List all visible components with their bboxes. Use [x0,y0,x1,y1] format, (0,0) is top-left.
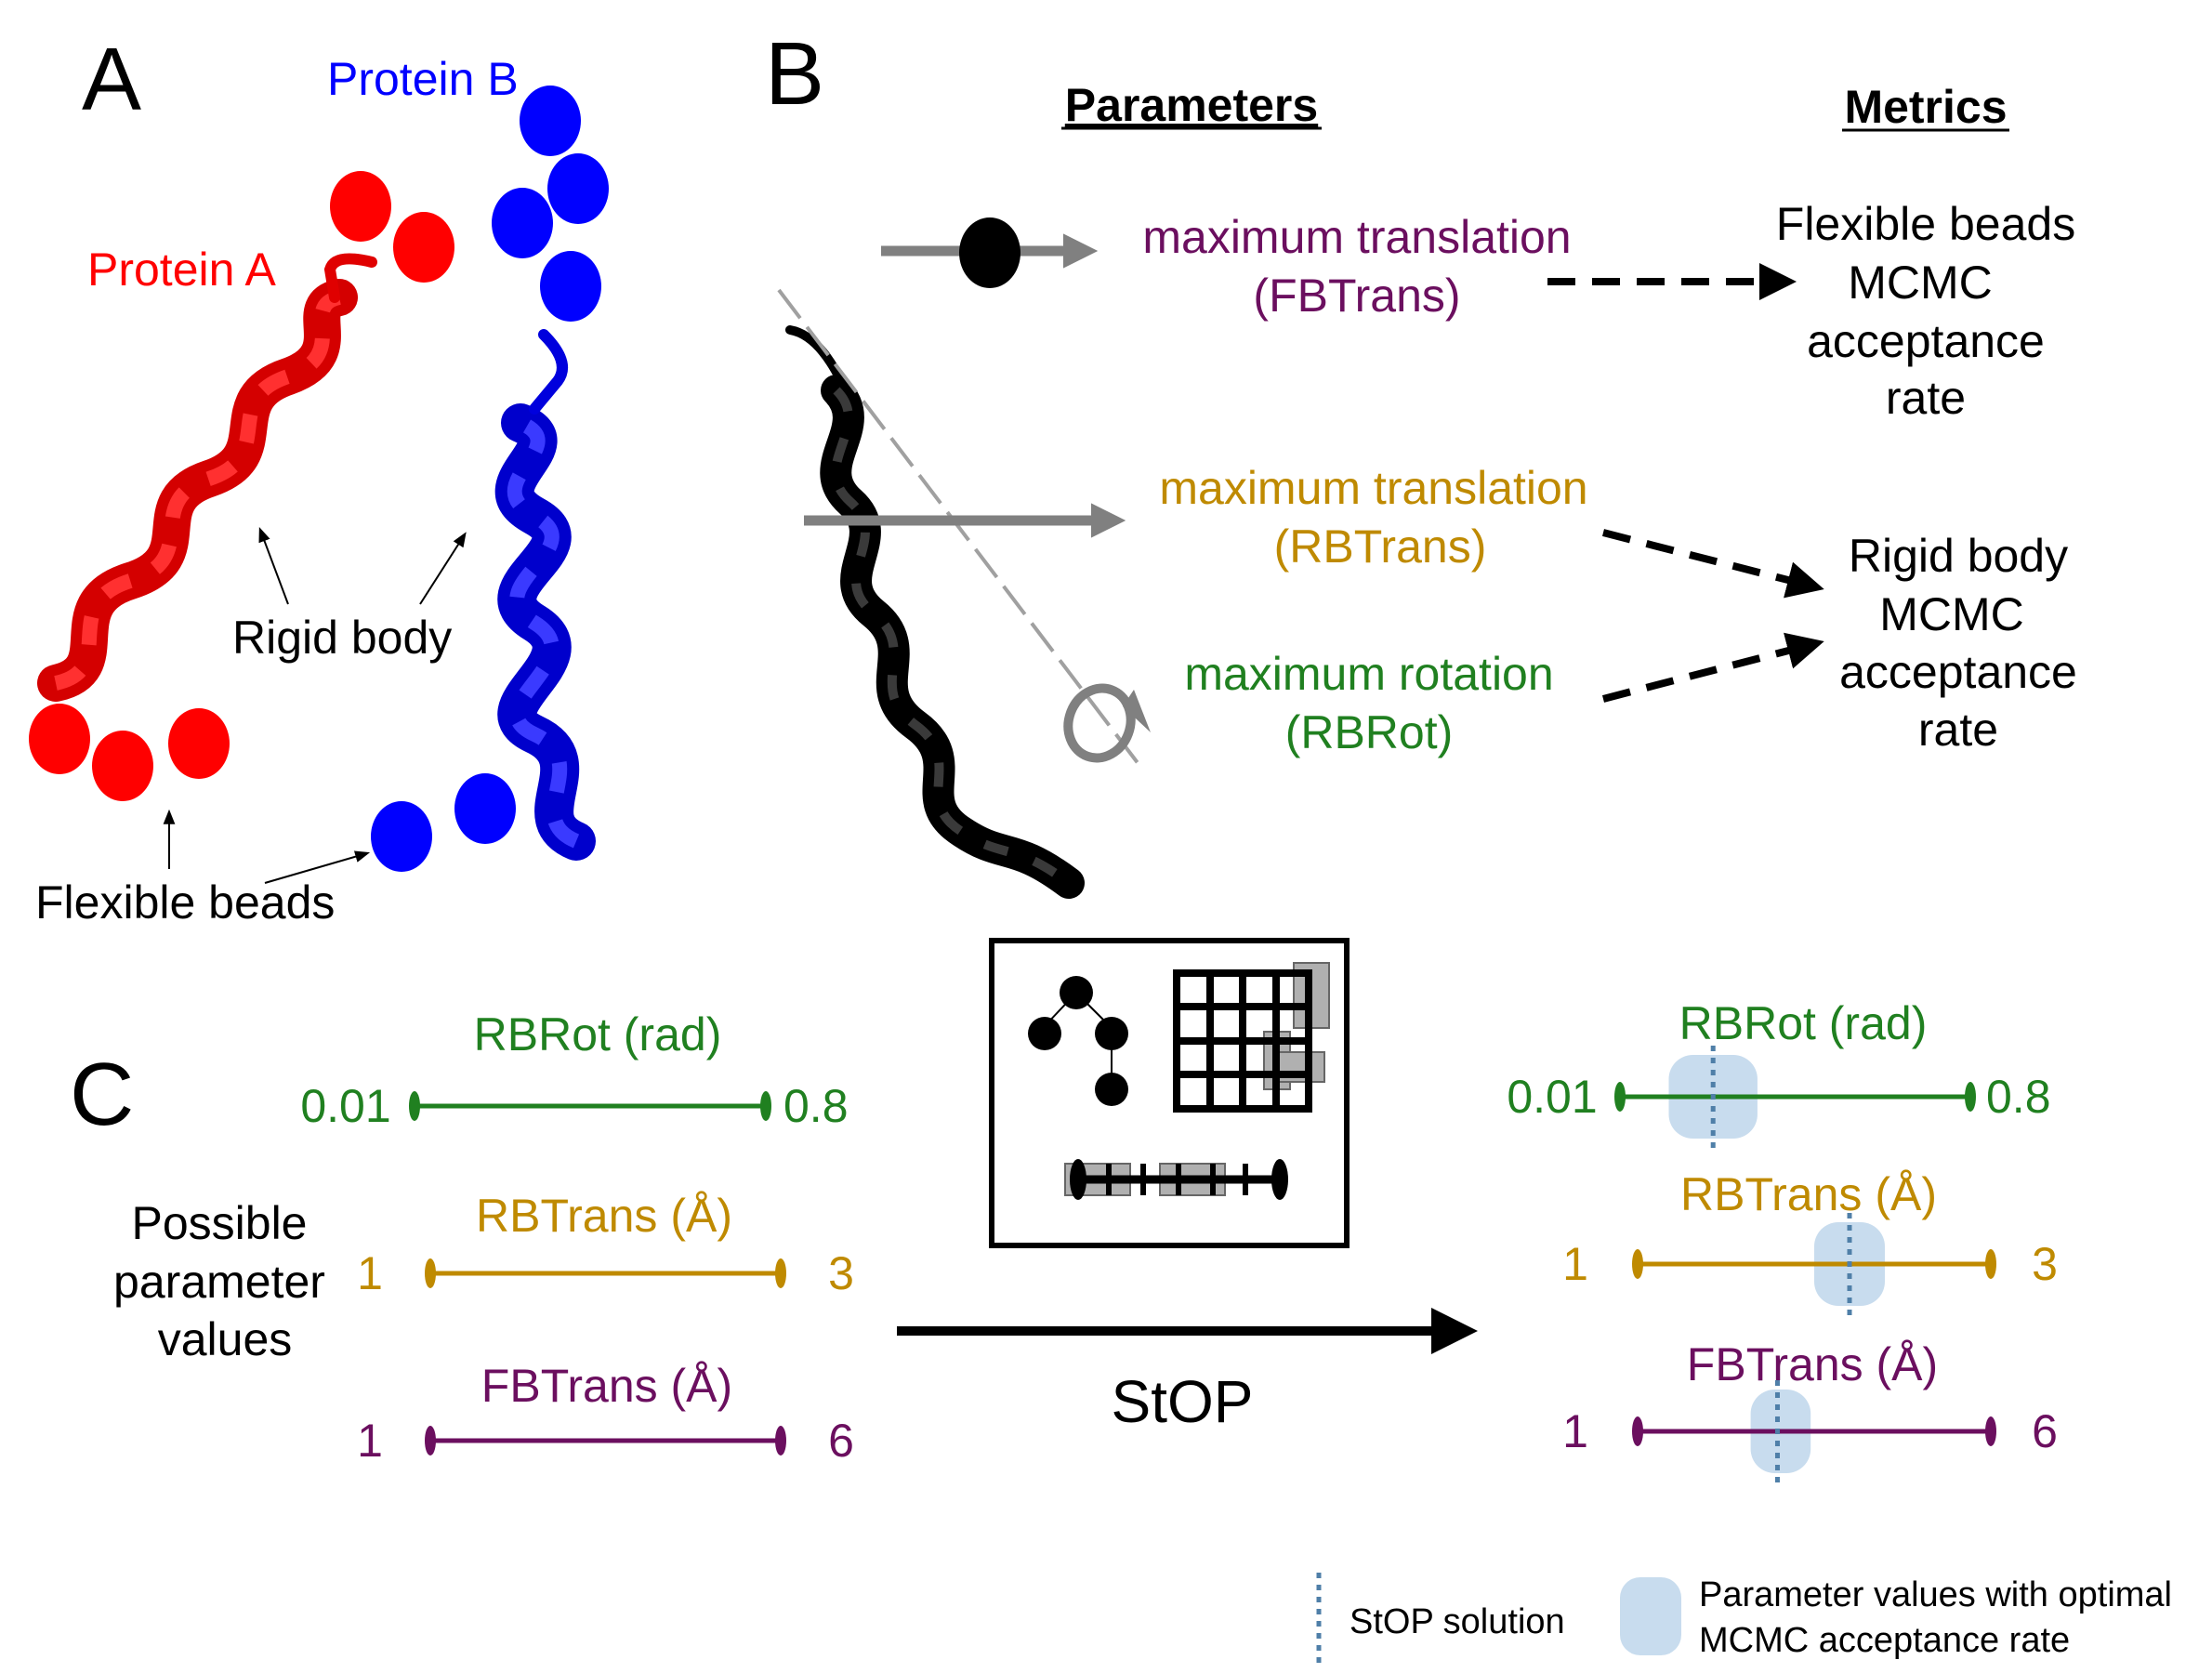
range-name: RBRot (rad) [1679,997,1928,1049]
metric-rb-line: MCMC [1879,588,2024,640]
panel-a: A Protein B [29,30,609,929]
range-1: RBRot (rad) 0.01 0.8 [1507,997,2051,1148]
flexible-beads-label: Flexible beads [35,876,335,929]
panel-b: B Parameters Metrics maximum translation… [765,24,2077,899]
possible-values-line: parameter [113,1256,325,1308]
panel-a-letter: A [82,30,141,129]
metric-rb-line: Rigid body [1849,530,2068,582]
range-max-label: 3 [2032,1238,2058,1290]
bead-b [520,86,581,156]
protein-a-label: Protein A [87,244,277,296]
range-max-label: 6 [2032,1405,2058,1457]
bead-b [371,801,432,872]
panel-b-letter: B [765,24,824,124]
legend-solution-label: StOP solution [1350,1602,1565,1641]
rigid-body-pointer-right [419,532,467,605]
metric-fb-line: rate [1886,372,1966,424]
range-max-label: 3 [828,1247,854,1299]
bead-b [540,251,601,322]
bead-a [168,708,230,779]
range-max-cap [775,1426,786,1456]
rbtrans-metric-arrow [1602,529,1824,599]
range-name: RBRot (rad) [474,1008,722,1060]
range-1: RBRot (rad) 0.01 0.8 [300,1008,848,1132]
range-3: FBTrans (Å) 1 6 [357,1360,854,1467]
possible-values-line: values [158,1313,293,1365]
legend: StOP solution Parameter values with opti… [1316,1573,2172,1664]
range-max-cap [1985,1249,1996,1279]
range-3: FBTrans (Å) 1 6 [1562,1338,2058,1482]
range-min-cap [1632,1416,1643,1446]
fbtrans-label-line1: maximum translation [1142,211,1571,263]
metric-fb-line: Flexible beads [1776,198,2075,250]
range-min-cap [1632,1249,1643,1279]
protein-b-label: Protein B [327,53,519,105]
rbrot-metric-arrow [1601,632,1824,703]
range-max-label: 0.8 [1986,1071,2051,1123]
range-max-cap [1965,1082,1976,1112]
rigid-body-pointer-left [258,527,289,605]
metric-fb-line: MCMC [1848,257,1993,309]
panel-c: C Possible parameter values RBRot (rad) 0… [70,938,2058,1482]
range-min-label: 1 [357,1247,383,1299]
range-max-cap [760,1091,771,1121]
range-min-cap [1614,1082,1626,1112]
range-min-cap [409,1091,420,1121]
stop-schematic [989,938,1350,1248]
protein-a-beads [29,171,454,801]
legend-optimal-line1: Parameter values with optimal [1699,1575,2172,1614]
bead-b [547,153,609,224]
metric-rigid-body: Rigid body MCMC acceptance rate [1839,530,2077,756]
range-min-label: 1 [1562,1405,1588,1457]
range-2: RBTrans (Å) 1 3 [357,1190,854,1299]
legend-optimal-swatch [1620,1577,1681,1655]
bead-a [29,704,90,774]
bead-a [330,171,391,242]
range-max-cap [775,1258,786,1288]
rbtrans-label-line1: maximum translation [1159,462,1587,514]
metric-flexible-beads: Flexible beads MCMC acceptance rate [1776,198,2075,424]
range-name: RBTrans (Å) [476,1190,732,1242]
bead-b [454,773,516,844]
range-2: RBTrans (Å) 1 3 [1562,1168,2058,1315]
protein-a-helix [37,253,377,702]
rbtrans-label-line2: (RBTrans) [1274,520,1487,573]
stop-label: StOP [1112,1368,1254,1435]
metric-rb-line: acceptance [1839,646,2077,698]
protein-b-beads [371,86,609,872]
range-min-cap [425,1258,436,1288]
protein-b-helix [494,329,596,861]
fbtrans-label-line2: (FBTrans) [1253,270,1460,322]
range-min-cap [425,1426,436,1456]
range-max-label: 6 [828,1415,854,1467]
metric-rb-line: rate [1918,704,1998,756]
parameters-header: Parameters [1065,79,1318,131]
range-min-label: 1 [357,1415,383,1467]
range-max-label: 0.8 [783,1080,849,1132]
panel-c-letter: C [70,1045,134,1144]
rbrot-label-line2: (RBRot) [1285,706,1454,758]
range-name: FBTrans (Å) [1687,1338,1938,1390]
range-name: FBTrans (Å) [481,1360,732,1412]
legend-optimal-line2: MCMC acceptance rate [1699,1621,2070,1660]
rigid-body-helix-icon [777,288,1151,899]
bead-translation-icon [881,217,1099,288]
bead-a [92,731,153,801]
range-max-cap [1985,1416,1996,1446]
beads-pointer-right [264,850,371,884]
rigid-body-label: Rigid body [232,612,452,664]
metric-fb-line: acceptance [1807,315,2045,367]
possible-values-line: Possible [132,1197,308,1249]
range-min-label: 1 [1562,1238,1588,1290]
range-name: RBTrans (Å) [1680,1168,1937,1220]
rbrot-label-line1: maximum rotation [1184,648,1553,700]
bead-b [492,188,553,258]
bead-a [393,212,454,283]
range-min-label: 0.01 [1507,1071,1597,1123]
range-min-label: 0.01 [300,1080,390,1132]
metrics-header: Metrics [1844,81,2007,133]
